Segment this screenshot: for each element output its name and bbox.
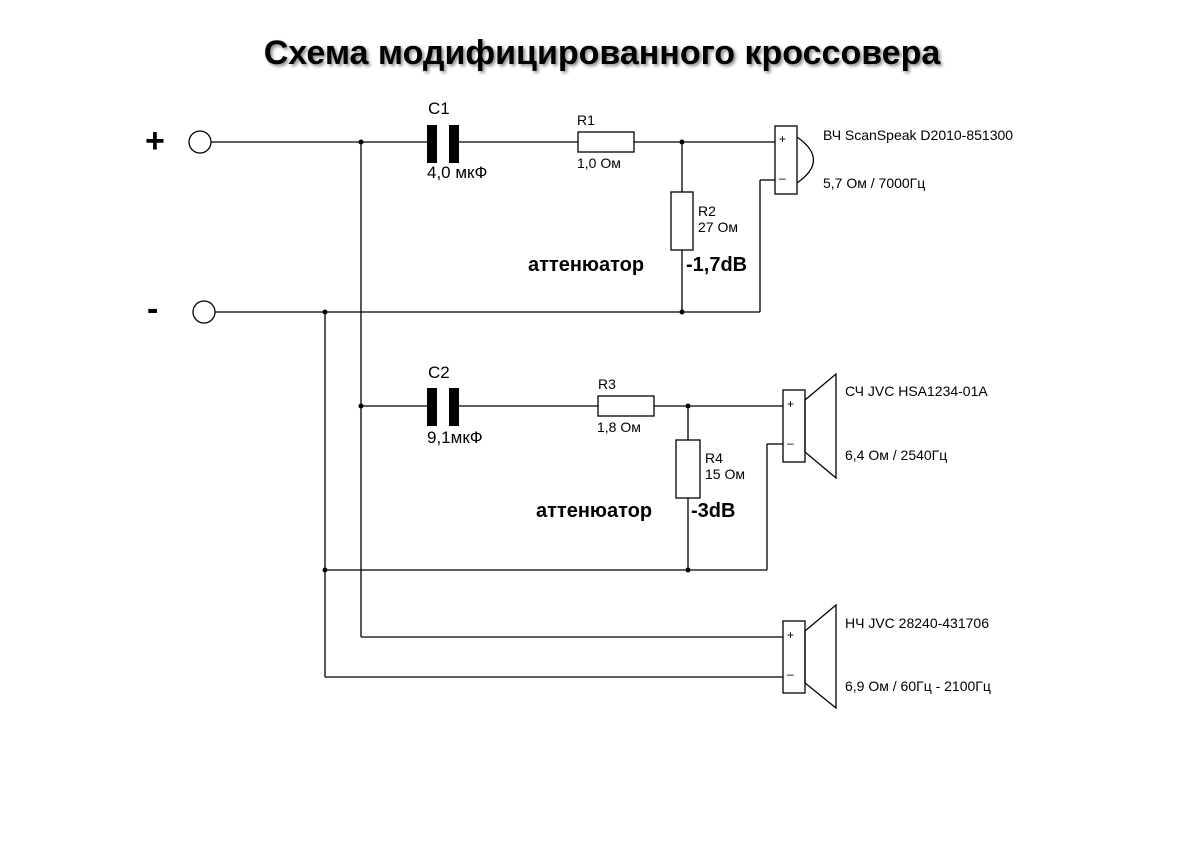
tweeter-minus-sign: – [779,171,786,185]
junction-dot [685,567,691,573]
r3-id: R3 [598,376,616,392]
woofer-name: НЧ JVC 28240-431706 [845,615,989,631]
tweeter-terminal-box [774,125,798,195]
plus-terminal-label: + [145,122,165,160]
midrange-cone [804,372,837,480]
attenuator-2-label: аттенюатор [536,500,653,522]
junction-dot [679,309,685,315]
resistor-r3 [597,395,655,417]
c1-id: C1 [428,99,450,118]
r2-value: 27 Ом [698,219,738,235]
attenuator-2-value: -3dB [691,500,736,522]
resistor-r1 [577,131,635,153]
woofer-plus-sign: + [787,628,795,642]
woofer-spec: 6,9 Ом / 60Гц - 2100Гц [845,678,991,694]
r4-id: R4 [705,450,723,466]
c2-id: C2 [428,363,450,382]
midrange-minus-sign: – [787,436,794,450]
tweeter-spec: 5,7 Ом / 7000Гц [823,175,926,191]
resistor-r2 [670,191,694,251]
diagram-title: Схема модифицированного кроссовера [263,34,941,72]
minus-terminal-label: - [147,290,159,328]
attenuator-1-value: -1,7dB [686,254,748,276]
junction-dot [685,403,691,409]
tweeter-dome [796,136,814,184]
c2-value: 9,1мкФ [427,428,483,447]
junction-dot [679,139,685,145]
junction-dot [322,567,328,573]
r1-id: R1 [577,112,595,128]
c1-value: 4,0 мкФ [427,163,488,182]
tweeter-plus-sign: + [779,132,787,146]
attenuator-1-label: аттенюатор [528,254,645,276]
resistor-r4 [675,439,701,499]
capacitor-c2-plate [427,388,437,426]
midrange-name: СЧ JVC HSA1234-01A [845,383,988,399]
capacitor-c1-plate [449,125,459,163]
tweeter-name: ВЧ ScanSpeak D2010-851300 [823,127,1014,143]
r1-value: 1,0 Ом [577,155,621,171]
r4-value: 15 Ом [705,466,745,482]
junction-dot [358,403,364,409]
woofer-cone [804,603,837,710]
capacitor-c2-plate [449,388,459,426]
plus-terminal [188,130,212,154]
junction-dot [358,139,364,145]
r3-value: 1,8 Ом [597,419,641,435]
capacitor-c1-plate [427,125,437,163]
midrange-spec: 6,4 Ом / 2540Гц [845,447,948,463]
woofer-minus-sign: – [787,667,794,681]
midrange-plus-sign: + [787,397,795,411]
r2-id: R2 [698,203,716,219]
junction-dot [322,309,328,315]
minus-terminal [192,300,216,324]
